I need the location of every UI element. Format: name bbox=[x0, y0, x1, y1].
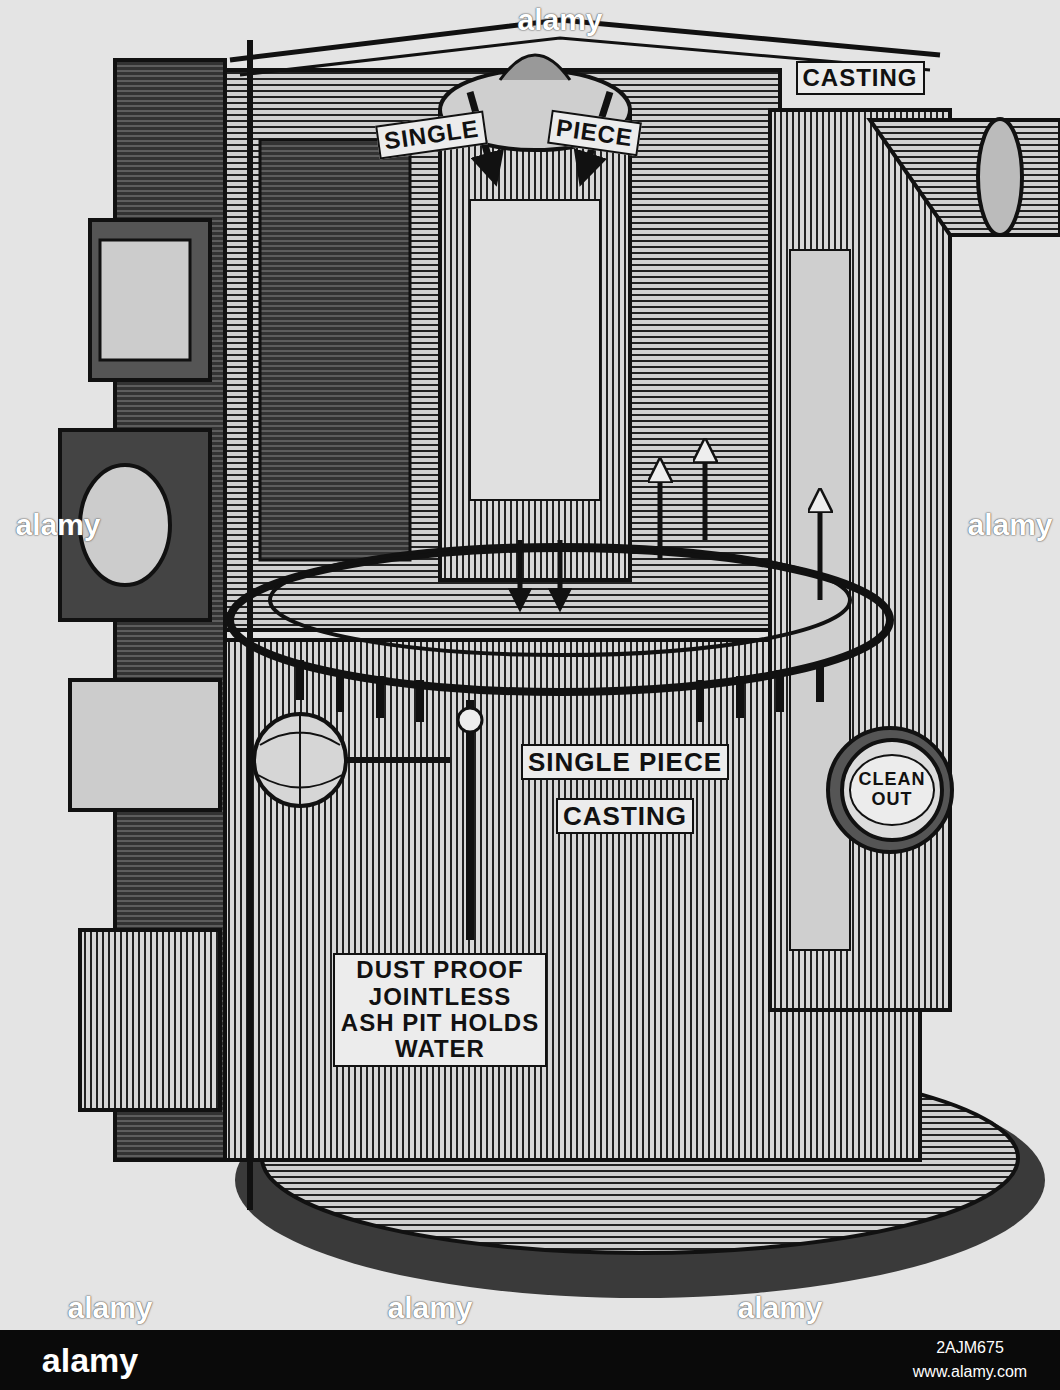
watermark: alamy bbox=[967, 508, 1052, 542]
watermark: alamy bbox=[387, 1291, 472, 1325]
watermark-logo: alamy bbox=[42, 1341, 138, 1380]
watermark: alamy bbox=[67, 1291, 152, 1325]
watermark: alamy bbox=[15, 508, 100, 542]
part-label: CLEAN OUT bbox=[849, 754, 935, 826]
part-label: CASTING bbox=[556, 798, 694, 835]
part-label: PIECE bbox=[548, 110, 643, 157]
part-label: CASTING bbox=[796, 61, 925, 95]
note-label: DUST PROOF JOINTLESS ASH PIT HOLDS WATER bbox=[333, 953, 547, 1067]
watermark-url: www.alamy.com bbox=[913, 1363, 1027, 1381]
watermark: alamy bbox=[517, 3, 602, 37]
part-label: SINGLE PIECE bbox=[521, 744, 729, 781]
watermark: alamy bbox=[737, 1291, 822, 1325]
image-id: 2AJM675 bbox=[936, 1339, 1004, 1357]
part-label: SINGLE bbox=[375, 110, 488, 159]
